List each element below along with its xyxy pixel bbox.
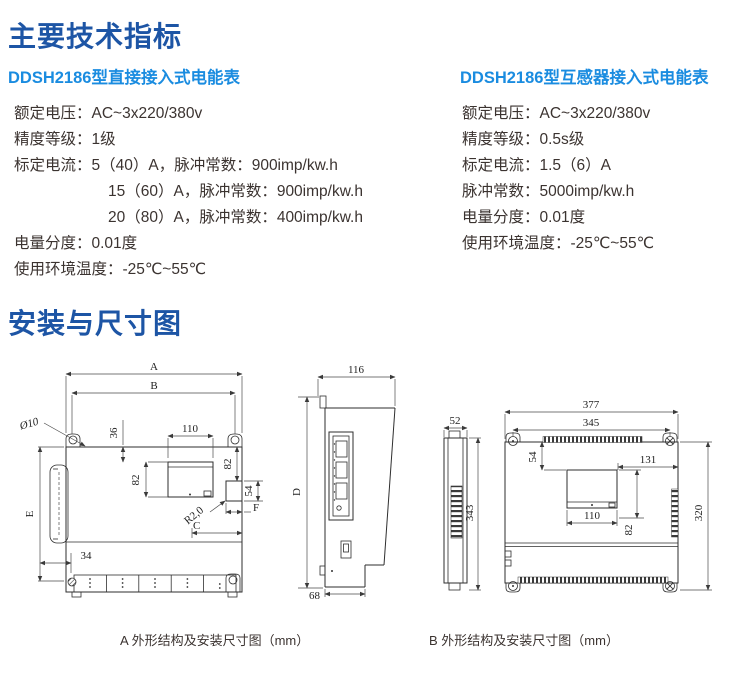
diagram-a-side-view: 116 D 68 [291,364,396,602]
spec-energy-resolution: 电量分度：0.01度 [14,235,138,252]
dim-label-b-right-offset: 131 [640,454,657,466]
dimension-drawings: A B Ø10 36 110 82 82 54 R [17,361,712,602]
terminal-dots [89,578,221,589]
spec-rated-current-3: 20（80）A，脉冲常数：400imp/kw.h [108,209,363,226]
section-title-tech-specs: 主要技术指标 [8,21,183,52]
dim-label-a-display-width: 110 [182,423,199,435]
diagram-a-front-view: A B Ø10 36 110 82 82 54 R [17,361,263,598]
dim-label-b-depth: 52 [450,415,461,427]
diagram-b-side-view: 52 343 [443,415,481,591]
dim-label-b-overall-width: 377 [583,399,600,411]
spec-energy-resolution: 电量分度：0.01度 [462,209,586,226]
side-terminal-dots [333,443,336,501]
right-column-title: DDSH2186型互感器接入式电能表 [460,69,709,87]
spec-pulse-constant: 脉冲常数：5000imp/kw.h [462,183,635,200]
caption-diagram-a: A 外形结构及安装尺寸图（mm） [120,633,310,648]
spec-list-ct-meter: 额定电压：AC~3x220/380v 精度等级：0.5s级 标定电流：1.5（6… [462,101,750,257]
dim-label-b-side-height: 343 [464,504,476,521]
spec-rated-voltage: 额定电压：AC~3x220/380v [462,105,651,122]
dim-label-a-overall-width: A [150,361,158,373]
spec-accuracy-class: 精度等级：1级 [14,131,116,148]
dim-label-a-mount-width: B [150,380,157,392]
dim-label-a-f: F [253,502,259,514]
spec-list-direct-meter: 额定电压：AC~3x220/380v 精度等级：1级 标定电流：5（40）A，脉… [14,101,454,283]
dim-label-b-display-height: 82 [623,525,635,536]
spec-accuracy-class: 精度等级：0.5s级 [462,131,585,148]
diagram-b-front-view: 377 345 131 54 110 82 320 [504,399,712,593]
spec-rated-voltage: 额定电压：AC~3x220/380v [14,105,203,122]
spec-rated-current-2: 15（60）A，脉冲常数：900imp/kw.h [108,183,363,200]
dim-label-a-height-d: D [291,488,303,496]
left-column-title: DDSH2186型直接接入式电能表 [8,69,240,87]
dim-label-a-foot-depth: 68 [309,590,321,602]
caption-diagram-b: B 外形结构及安装尺寸图（mm） [429,633,619,648]
dim-label-a-c: C [193,520,200,532]
section-title-install-dims: 安装与尺寸图 [8,308,183,339]
dim-label-b-top-to-display: 54 [527,451,539,463]
spec-rated-current: 标定电流：1.5（6）A [462,157,612,174]
dim-label-a-overall-height: E [24,510,36,517]
spec-operating-temp: 使用环境温度：-25℃~55℃ [462,235,655,252]
dim-label-a-bottom-offset: 34 [81,550,93,562]
dim-label-a-right-height: 82 [222,459,234,470]
dim-label-a-notch-height: 54 [243,485,255,497]
dim-label-b-overall-height: 320 [693,504,705,521]
dim-label-b-mount-width: 345 [583,417,600,429]
dim-label-a-hole-diameter: Ø10 [17,416,40,433]
spec-rated-current-1: 标定电流：5（40）A，脉冲常数：900imp/kw.h [14,157,338,174]
dim-label-a-depth: 116 [348,364,365,376]
dim-label-b-display-width: 110 [584,510,601,522]
spec-operating-temp: 使用环境温度：-25℃~55℃ [14,261,207,278]
dim-label-a-top-to-display: 36 [108,427,120,439]
dim-label-a-display-height: 82 [130,475,142,486]
